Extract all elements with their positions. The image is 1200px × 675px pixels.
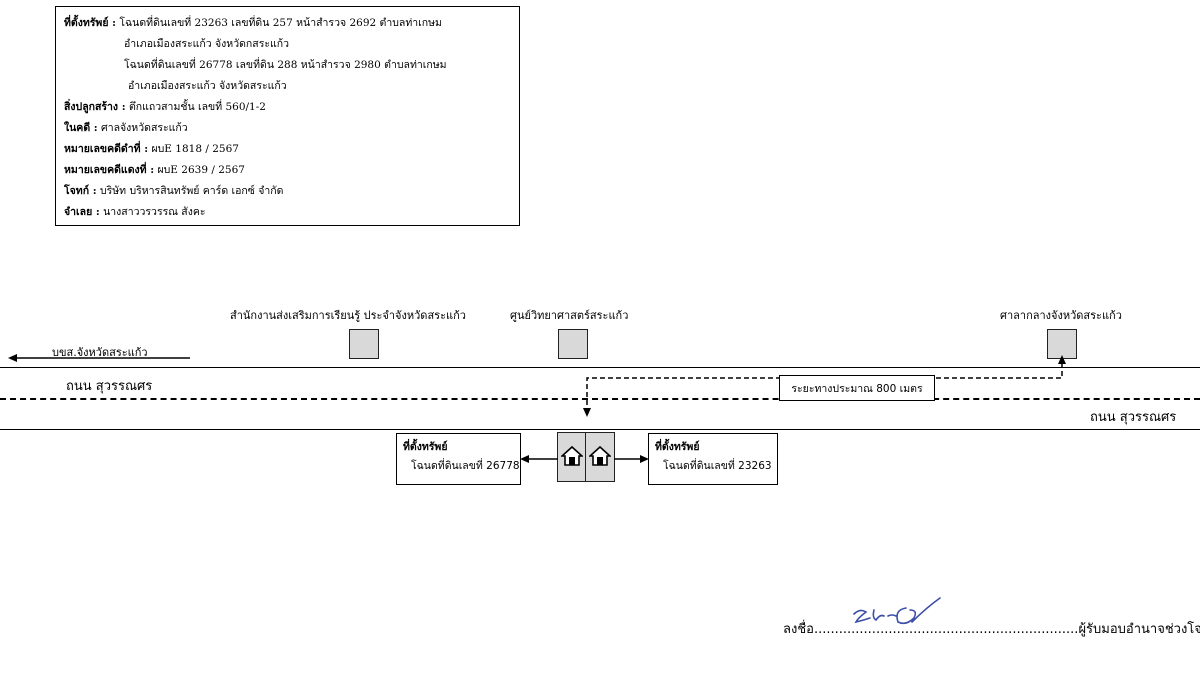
landmark-science-center-label: ศูนย์วิทยาศาสตร์สระแก้ว	[510, 309, 629, 322]
location-line-3: โฉนดที่ดินเลขที่ 26778 เลขที่ดิน 288 หน้…	[124, 59, 447, 71]
building-label: สิ่งปลูกสร้าง :	[64, 101, 126, 113]
road-edge-bottom	[0, 429, 1200, 430]
road-name-top: ถนน สุวรรณศร	[66, 379, 153, 394]
right-property-arrow	[614, 455, 649, 463]
landmark-provincial-hall-label: ศาลากลางจังหวัดสระแก้ว	[1000, 309, 1122, 322]
left-property-arrow	[520, 455, 558, 463]
learning-office-building	[349, 329, 379, 359]
handwritten-signature	[853, 597, 941, 625]
defendant-label: จำเลย :	[64, 206, 100, 218]
signature-line: ลงชื่อ..................................…	[783, 618, 1200, 639]
case-label: ในคดี :	[64, 122, 98, 134]
defendant-value: นางสาววรวรรณ สังคะ	[103, 206, 206, 218]
location-line-2: อำเภอเมืองสระแก้ว จังหวัดกสระแก้ว	[124, 38, 289, 50]
property-left-deed: โฉนดที่ดินเลขที่ 26778	[411, 460, 520, 472]
property-buildings	[557, 432, 615, 482]
building-value: ตึกแถวสามชั้น เลขที่ 560/1-2	[128, 101, 266, 113]
red-case-value: ผบE 2639 / 2567	[157, 164, 245, 176]
distance-label: ระยะทางประมาณ 800 เมตร	[791, 382, 923, 395]
plaintiff-label: โจทก์ :	[64, 185, 97, 197]
road-name-bottom: ถนน สุวรรณศร	[1090, 410, 1177, 425]
location-label: ที่ตั้งทรัพย์ :	[64, 17, 117, 29]
signature-suffix: ผู้รับมอบอำนาจช่วงโจทก์	[1078, 622, 1200, 637]
plaintiff-value: บริษัท บริหารสินทรัพย์ คาร์ด เอกซ์ จำกัด	[99, 185, 284, 197]
road-centerline	[0, 398, 1200, 400]
property-left-title: ที่ตั้งทรัพย์	[403, 441, 448, 453]
property-box-left: ที่ตั้งทรัพย์ โฉนดที่ดินเลขที่ 26778	[396, 433, 521, 485]
location-line-1: โฉนดที่ดินเลขที่ 23263 เลขที่ดิน 257 หน้…	[119, 17, 442, 29]
red-case-label: หมายเลขคดีแดงที่ :	[64, 164, 155, 176]
bus-terminal-arrow	[8, 354, 190, 362]
property-info-box: ที่ตั้งทรัพย์ : โฉนดที่ดินเลขที่ 23263 เ…	[55, 6, 520, 226]
property-box-right: ที่ตั้งทรัพย์ โฉนดที่ดินเลขที่ 23263	[648, 433, 778, 485]
landmark-learning-office-label: สำนักงานส่งเสริมการเรียนรู้ ประจำจังหวัด…	[230, 309, 466, 322]
bus-terminal-label: บขส.จังหวัดสระแก้ว	[52, 346, 148, 359]
provincial-hall-building	[1047, 329, 1077, 359]
location-line-4: อำเภอเมืองสระแก้ว จังหวัดสระแก้ว	[128, 80, 287, 92]
property-right-deed: โฉนดที่ดินเลขที่ 23263	[663, 460, 772, 472]
signature-dots-left: ........................	[813, 622, 914, 637]
road-edge-top	[0, 367, 1200, 368]
house-icon	[589, 445, 611, 466]
black-case-label: หมายเลขคดีดำที่ :	[64, 143, 149, 155]
signature-dots-right: ........................................	[913, 622, 1079, 637]
house-icon	[561, 445, 583, 466]
distance-box: ระยะทางประมาณ 800 เมตร	[779, 375, 935, 401]
black-case-value: ผบE 1818 / 2567	[151, 143, 239, 155]
property-right-title: ที่ตั้งทรัพย์	[655, 441, 700, 453]
signature-prefix: ลงชื่อ	[783, 622, 814, 637]
case-value: ศาลจังหวัดสระแก้ว	[101, 122, 188, 134]
science-center-building	[558, 329, 588, 359]
